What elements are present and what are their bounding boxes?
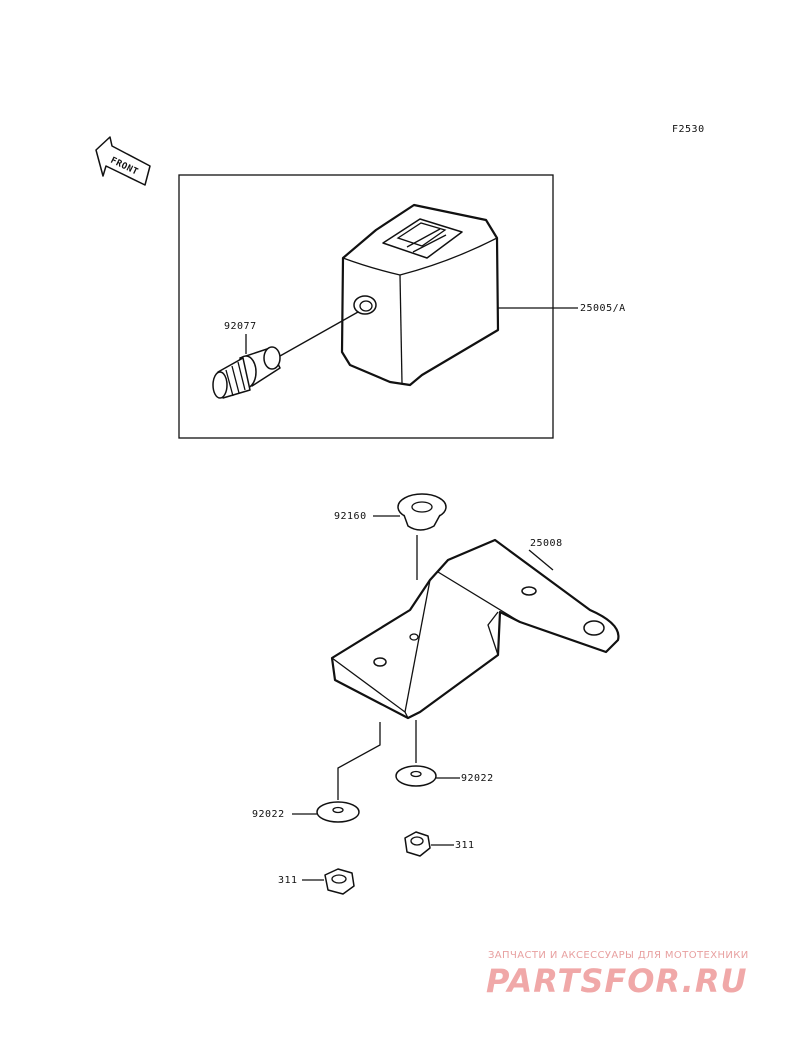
meter-frame bbox=[178, 174, 554, 439]
diagram-code: F2530 bbox=[672, 124, 705, 135]
nut-right bbox=[404, 831, 431, 857]
part-label-92022-left: 92022 bbox=[252, 809, 285, 820]
part-label-311-left: 311 bbox=[278, 875, 298, 886]
watermark-tagline: ЗАПЧАСТИ И АКСЕССУАРЫ ДЛЯ МОТОТЕХНИКИ bbox=[488, 950, 749, 961]
leader-25008 bbox=[528, 549, 554, 571]
part-label-311-right: 311 bbox=[455, 840, 475, 851]
part-label-92022-right: 92022 bbox=[461, 773, 494, 784]
bracket bbox=[330, 538, 620, 720]
watermark-logo: PARTSFOR.RU bbox=[486, 962, 748, 1000]
mount-axis-left bbox=[337, 722, 381, 800]
nut-left bbox=[324, 868, 355, 895]
part-label-25005A: 25005/A bbox=[580, 303, 626, 314]
washer-right bbox=[395, 765, 437, 787]
part-label-25008: 25008 bbox=[530, 538, 563, 549]
washer-left bbox=[316, 801, 360, 823]
front-arrow-icon: FRONT bbox=[95, 136, 151, 186]
grommet bbox=[397, 493, 447, 531]
drive-fitting bbox=[212, 311, 359, 399]
part-label-92077: 92077 bbox=[224, 321, 257, 332]
meter-body bbox=[340, 203, 500, 387]
part-label-92160: 92160 bbox=[334, 511, 367, 522]
